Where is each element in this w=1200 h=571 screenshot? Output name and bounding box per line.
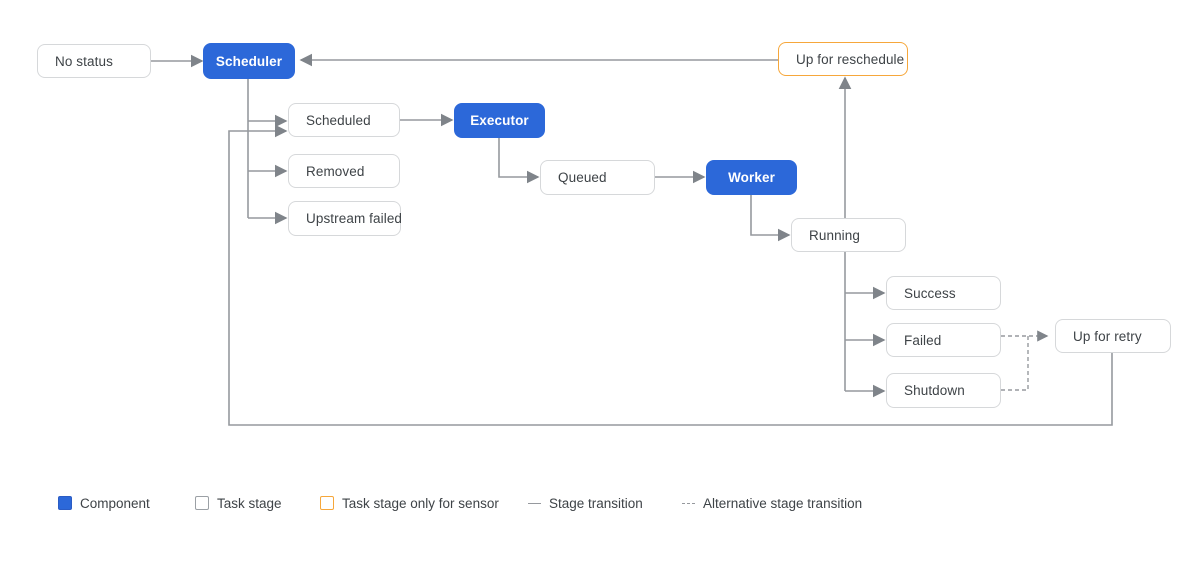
legend-label: Task stage	[217, 495, 282, 511]
node-upstream-failed: Upstream failed	[288, 201, 403, 236]
node-label: Failed	[904, 332, 942, 348]
legend-label: Alternative stage transition	[703, 495, 863, 511]
legend-label: Component	[80, 495, 150, 511]
component-swatch-icon	[58, 496, 72, 510]
legend-label: Stage transition	[549, 495, 643, 511]
node-label: Queued	[558, 170, 607, 185]
node-worker: Worker	[706, 160, 797, 195]
node-label: Shutdown	[904, 383, 965, 398]
node-label: Upstream failed	[306, 211, 403, 226]
node-label: Executor	[470, 113, 529, 128]
node-label: Scheduled	[306, 112, 371, 128]
node-label: Scheduler	[215, 53, 283, 69]
task-stage-swatch-icon	[195, 496, 209, 510]
node-up-for-reschedule: Up for reschedule	[778, 42, 908, 76]
legend-item-sensor-stage: Task stage only for sensor	[320, 490, 499, 516]
node-label: Worker	[728, 170, 775, 185]
node-scheduled: Scheduled	[288, 103, 400, 137]
edge-shutdown-to-up-for-retry	[1001, 336, 1029, 391]
dashed-line-icon	[682, 502, 695, 504]
solid-line-icon	[528, 502, 541, 504]
edge-executor-to-queued	[498, 138, 540, 184]
node-queued: Queued	[540, 160, 655, 195]
node-label: Removed	[306, 163, 365, 179]
sensor-stage-swatch-icon	[320, 496, 334, 510]
legend-item-stage-transition: Stage transition	[528, 490, 643, 516]
node-executor: Executor	[454, 103, 545, 138]
legend-item-task-stage: Task stage	[195, 490, 282, 516]
node-failed: Failed	[886, 323, 1001, 357]
node-label: Up for retry	[1073, 328, 1142, 344]
node-label: Up for reschedule	[796, 51, 905, 67]
node-shutdown: Shutdown	[886, 373, 1001, 408]
node-scheduler: Scheduler	[203, 43, 295, 79]
node-running: Running	[791, 218, 906, 252]
legend-label: Task stage only for sensor	[342, 495, 499, 511]
node-removed: Removed	[288, 154, 400, 188]
node-label: Running	[809, 227, 860, 243]
node-up-for-retry: Up for retry	[1055, 319, 1171, 353]
node-no-status: No status	[37, 44, 151, 78]
legend-item-alt-transition: Alternative stage transition	[682, 490, 862, 516]
node-success: Success	[886, 276, 1001, 310]
node-label: Success	[904, 285, 956, 301]
edge-up-for-retry-to-scheduled	[228, 124, 1113, 426]
legend-item-component: Component	[58, 490, 150, 516]
node-label: No status	[55, 53, 113, 69]
edge-worker-to-running	[750, 195, 791, 242]
